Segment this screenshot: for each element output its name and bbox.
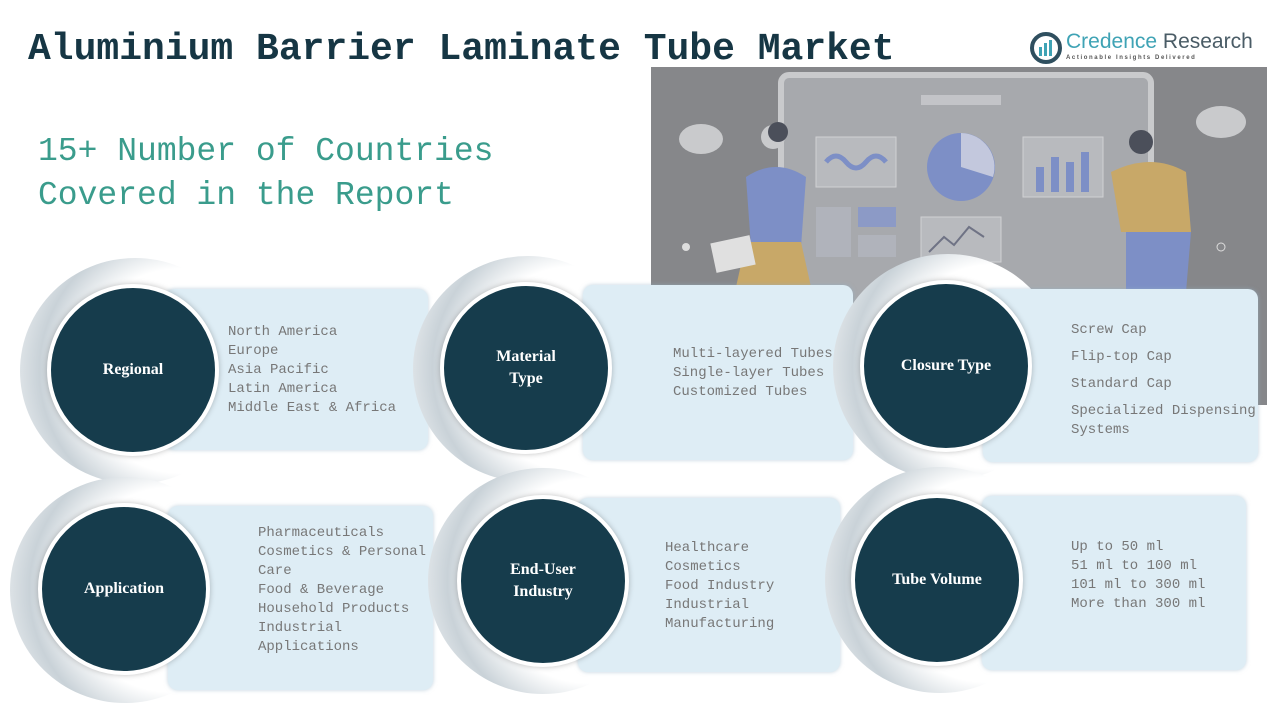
list-item: 51 ml to 100 ml — [1071, 558, 1198, 574]
list-item: Healthcare — [665, 540, 750, 556]
list-item: Single-layer Tubes — [673, 365, 825, 381]
list-item: North America — [228, 324, 338, 340]
segment-box-application — [168, 506, 433, 690]
list-item: Screw Cap — [1071, 322, 1147, 338]
segment-box-material-type — [583, 285, 853, 460]
segment-items-tube-volume: Up to 50 ml 51 ml to 100 ml 101 ml to 30… — [1071, 538, 1241, 614]
segment-label: End-User Industry — [510, 561, 576, 600]
list-item: Customized Tubes — [673, 384, 808, 400]
list-item: Up to 50 ml — [1071, 539, 1164, 555]
list-item: Household Products — [258, 601, 410, 617]
list-item: Europe — [228, 343, 279, 359]
list-item: Asia Pacific — [228, 362, 329, 378]
list-item: Food Industry — [665, 578, 775, 594]
list-item: Latin America — [228, 381, 338, 397]
segment-box-tube-volume — [982, 496, 1246, 670]
list-item: 101 ml to 300 ml — [1071, 577, 1206, 593]
logo-name-2: Research — [1157, 30, 1253, 53]
segment-circle-tube-volume: Tube Volume — [851, 494, 1023, 666]
segment-label: Regional — [102, 361, 164, 378]
logo-name: Credence — [1066, 30, 1158, 53]
list-item: Flip-top Cap — [1071, 349, 1172, 365]
list-item: Multi-layered Tubes — [673, 346, 833, 362]
list-item: Cosmetics — [665, 559, 741, 575]
subtitle: 15+ Number of Countries Covered in the R… — [38, 133, 494, 214]
segment-items-end-user-industry: Healthcare Cosmetics Food Industry Indus… — [665, 539, 835, 634]
list-item: Industrial Applications — [258, 620, 359, 655]
logo-tagline: Actionable Insights Delivered — [1066, 55, 1197, 61]
list-item: Middle East & Africa — [228, 400, 397, 416]
list-item: More than 300 ml — [1071, 596, 1206, 612]
segment-label: Material Type — [496, 348, 556, 387]
segment-items-closure-type: Screw Cap Flip-top Cap Standard Cap Spec… — [1071, 317, 1256, 440]
segment-items-application: Pharmaceuticals Cosmetics & Personal Car… — [258, 524, 428, 657]
list-item: Industrial — [665, 597, 750, 613]
logo-chart-icon — [1030, 32, 1062, 64]
list-item: Standard Cap — [1071, 376, 1172, 392]
list-item: Specialized Dispensing Systems — [1071, 403, 1265, 438]
page-title: Aluminium Barrier Laminate Tube Market — [28, 28, 895, 71]
segment-circle-regional: Regional — [47, 284, 219, 456]
segment-circle-material-type: Material Type — [440, 282, 612, 454]
list-item: Pharmaceuticals — [258, 525, 385, 541]
list-item: Cosmetics & Personal Care — [258, 544, 427, 579]
segment-label: Tube Volume — [892, 571, 982, 588]
segment-circle-closure-type: Closure Type — [860, 280, 1032, 452]
segment-items-material-type: Multi-layered Tubes Single-layer Tubes C… — [673, 345, 848, 402]
list-item: Manufacturing — [665, 616, 775, 632]
segment-circle-end-user-industry: End-User Industry — [457, 495, 629, 667]
segment-label: Application — [83, 580, 164, 597]
segment-circle-application: Application — [38, 503, 210, 675]
segment-label: Closure Type — [900, 357, 992, 374]
segment-items-regional: North America Europe Asia Pacific Latin … — [228, 323, 423, 418]
list-item: Food & Beverage — [258, 582, 385, 598]
